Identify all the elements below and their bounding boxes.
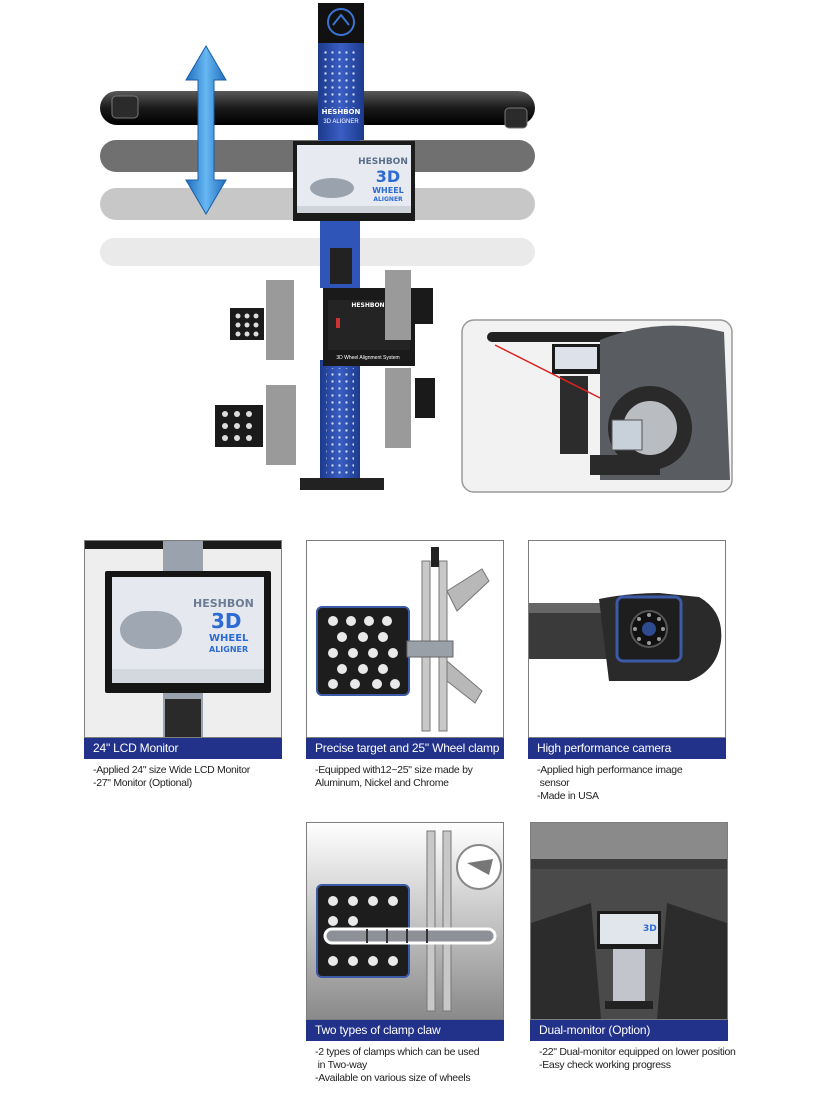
cabinet-brand: HESHBON: [351, 302, 384, 309]
screen-brand: HESHBON: [193, 597, 254, 610]
screen-aligner: ALIGNER: [209, 645, 249, 654]
feature-line: in Two-way: [315, 1059, 368, 1071]
camera-photo: [528, 540, 726, 738]
target-clamp-photo: [306, 540, 504, 738]
screen-3d: 3D: [211, 609, 242, 633]
camera-beam-ghost-3: [100, 238, 535, 266]
target-upper-right: [385, 270, 433, 340]
column-label: HESHBON: [322, 108, 361, 116]
feature-card-clamp-claw: Two types of clamp claw -2 types of clam…: [306, 822, 504, 1085]
feature-description: -22" Dual-monitor equipped on lower posi…: [530, 1046, 736, 1072]
feature-title: 24" LCD Monitor: [84, 738, 282, 759]
feature-title: High performance camera: [528, 738, 726, 759]
feature-title: Two types of clamp claw: [306, 1020, 504, 1041]
target-clamp-drawing: [316, 547, 490, 732]
monitor-3d: 3D: [376, 167, 400, 186]
feature-line: sensor: [537, 777, 570, 789]
feature-line: Aluminum, Nickel and Chrome: [315, 777, 449, 789]
target-lower-left: [215, 385, 296, 465]
inset-photo-in-use: [461, 319, 733, 493]
feature-line: -22" Dual-monitor equipped on lower posi…: [539, 1046, 736, 1058]
monitor-brand: HESHBON: [358, 157, 408, 167]
feature-card-lcd-monitor: HESHBON 3D WHEEL ALIGNER 24" LCD Monitor…: [84, 540, 282, 790]
main-monitor: [293, 141, 415, 221]
monitor-wheel: WHEEL: [372, 186, 404, 195]
camera-beam: [100, 91, 535, 129]
clamp-claw-drawing: [316, 830, 502, 1012]
feature-line: -Easy check working progress: [539, 1059, 671, 1071]
brand-sign: [318, 3, 364, 43]
svg-text:3D: 3D: [643, 924, 657, 934]
feature-title: Precise target and 25" Wheel clamp: [306, 738, 504, 759]
feature-line: -Available on various size of wheels: [315, 1072, 471, 1084]
feature-description: -2 types of clamps which can be used in …: [306, 1046, 504, 1085]
feature-card-camera: High performance camera -Applied high pe…: [528, 540, 726, 803]
feature-line: -Made in USA: [537, 790, 599, 802]
feature-line: -Equipped with12~25" size made by: [315, 764, 473, 776]
target-lower-right: [385, 368, 435, 448]
feature-line: -27" Monitor (Optional): [93, 777, 192, 789]
aligner-column: [300, 40, 384, 490]
feature-description: -Equipped with12~25" size made by Alumin…: [306, 764, 504, 790]
up-down-arrow-icon: [185, 45, 227, 215]
feature-line: -Applied 24" size Wide LCD Monitor: [93, 764, 250, 776]
feature-line: -2 types of clamps which can be used: [315, 1046, 480, 1058]
screen-wheel: WHEEL: [209, 633, 249, 644]
monitor-aligner: ALIGNER: [373, 196, 403, 203]
dual-monitor-photo: 3D: [530, 822, 728, 1020]
feature-card-dual-monitor: 3D Dual-monitor (Option) -22" Dual-monit…: [530, 822, 736, 1072]
feature-card-target-clamp: Precise target and 25" Wheel clamp -Equi…: [306, 540, 504, 790]
feature-title: Dual-monitor (Option): [530, 1020, 728, 1041]
feature-line: -Applied high performance image: [537, 764, 683, 776]
feature-description: -Applied 24" size Wide LCD Monitor -27" …: [84, 764, 282, 790]
dual-monitor-drawing: 3D: [531, 823, 727, 1019]
target-upper-left: [230, 280, 294, 360]
aligner-hero-illustration: HESHBON 3D ALIGNER HESHBON 3D WHEEL ALIG…: [100, 3, 733, 493]
camera-drawing: [529, 593, 722, 681]
cabinet-caption: 3D Wheel Alignment System: [336, 355, 399, 361]
lcd-monitor-photo: HESHBON 3D WHEEL ALIGNER: [84, 540, 282, 738]
column-sublabel: 3D ALIGNER: [323, 119, 359, 125]
feature-description: -Applied high performance image sensor -…: [528, 764, 726, 803]
clamp-claw-photo: [306, 822, 504, 1020]
